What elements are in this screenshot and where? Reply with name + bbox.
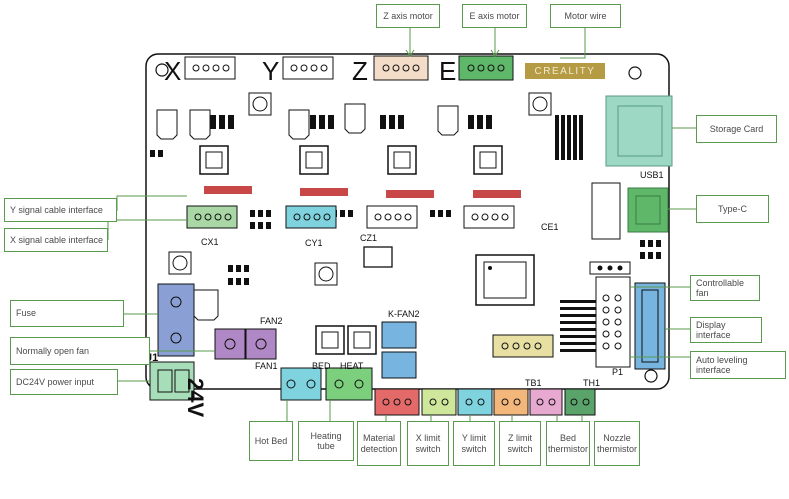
nozzle-thermistor-connector xyxy=(564,388,596,416)
inductors xyxy=(168,92,552,286)
label-x-limit-switch: X limit switch xyxy=(407,421,449,466)
label-fuse: Fuse xyxy=(10,300,124,327)
aux-connector xyxy=(492,334,554,358)
normally-open-fan-connector xyxy=(214,328,277,360)
label-controllable-fan: Controllable fan xyxy=(690,275,760,301)
silk-cy1: CY1 xyxy=(305,238,323,248)
red-smd-array xyxy=(204,186,521,198)
label-heating-tube: Heating tube xyxy=(298,421,354,461)
mount-hole xyxy=(644,369,658,383)
bed-thermistor-connector xyxy=(529,388,563,416)
silk-24v: 24V xyxy=(183,378,208,418)
hot-bed-terminal xyxy=(280,367,322,401)
silk-heat: HEAT xyxy=(340,361,364,371)
dc24v-connector xyxy=(149,361,195,401)
stepper-driver-z xyxy=(387,145,417,175)
display-connector xyxy=(634,282,666,370)
label-storage-card: Storage Card xyxy=(696,115,777,143)
label-bed-thermistor: Bed thermistor xyxy=(546,421,590,466)
auto-leveling-connector xyxy=(595,276,631,368)
usb-type-c-port xyxy=(627,187,669,233)
k-fan2-connector xyxy=(381,321,417,379)
label-dc24v-power-input: DC24V power input xyxy=(10,369,118,395)
axis-letter-z: Z xyxy=(352,56,368,86)
label-auto-leveling-interface: Auto leveling interface xyxy=(690,351,786,379)
stepper-driver-e xyxy=(473,145,503,175)
label-motor-wire: Motor wire xyxy=(550,4,621,28)
axis-letter-y: Y xyxy=(262,56,280,86)
capacitors xyxy=(156,103,459,321)
y-signal-connector xyxy=(285,205,337,229)
silk-th1: TH1 xyxy=(583,378,601,388)
label-z-axis-motor: Z axis motor xyxy=(376,4,440,28)
e-signal-connector xyxy=(463,205,515,229)
silk-cx1: CX1 xyxy=(201,237,219,247)
label-display-interface: Display interface xyxy=(690,317,762,343)
axis-letter-x: X xyxy=(164,56,182,86)
label-hot-bed: Hot Bed xyxy=(249,421,293,461)
e-motor-connector xyxy=(458,55,514,81)
stepper-driver-y xyxy=(299,145,329,175)
z-signal-connector xyxy=(366,205,418,229)
silk-bed: BED xyxy=(312,361,331,371)
silk-ce1: CE1 xyxy=(541,222,559,232)
silk-p1: P1 xyxy=(612,367,624,377)
z-motor-connector xyxy=(373,55,429,81)
z-limit-connector xyxy=(493,388,529,416)
controllable-fan-header xyxy=(589,261,631,275)
x-limit-connector xyxy=(421,388,457,416)
mcu-chip xyxy=(475,254,535,306)
silk-fan1: FAN1 xyxy=(255,361,278,371)
mount-hole xyxy=(628,66,642,80)
mosfets xyxy=(315,325,377,355)
label-type-c: Type-C xyxy=(696,195,769,223)
silk-usb1: USB1 xyxy=(640,170,664,180)
silk-tb1: TB1 xyxy=(525,378,542,388)
label-x-signal-interface: X signal cable interface xyxy=(4,228,108,252)
stepper-driver-x xyxy=(199,145,229,175)
brand-logo: CREALITY xyxy=(525,63,605,79)
silk-cz1: CZ1 xyxy=(360,233,378,243)
label-normally-open-fan: Normally open fan xyxy=(10,337,150,365)
x-motor-connector xyxy=(184,56,236,80)
material-detection-connector xyxy=(374,388,420,416)
label-z-limit-switch: Z limit switch xyxy=(499,421,541,466)
fuse xyxy=(157,283,195,357)
label-e-axis-motor: E axis motor xyxy=(462,4,527,28)
label-y-limit-switch: Y limit switch xyxy=(453,421,495,466)
silk-fan2: FAN2 xyxy=(260,316,283,326)
silk-kfan2: K-FAN2 xyxy=(388,309,420,319)
smd-components xyxy=(150,115,661,352)
y-limit-connector xyxy=(457,388,493,416)
ce1-header xyxy=(591,182,621,240)
label-material-detection: Material detection xyxy=(357,421,401,466)
y-motor-connector xyxy=(282,56,334,80)
mount-hole xyxy=(155,63,169,77)
x-signal-connector xyxy=(186,205,238,229)
small-ic xyxy=(363,246,393,268)
sd-card-slot xyxy=(605,95,673,167)
label-nozzle-thermistor: Nozzle thermistor xyxy=(594,421,640,466)
label-y-signal-interface: Y signal cable interface xyxy=(4,198,117,222)
axis-letter-e: E xyxy=(439,56,457,86)
heating-tube-terminal xyxy=(325,367,373,401)
